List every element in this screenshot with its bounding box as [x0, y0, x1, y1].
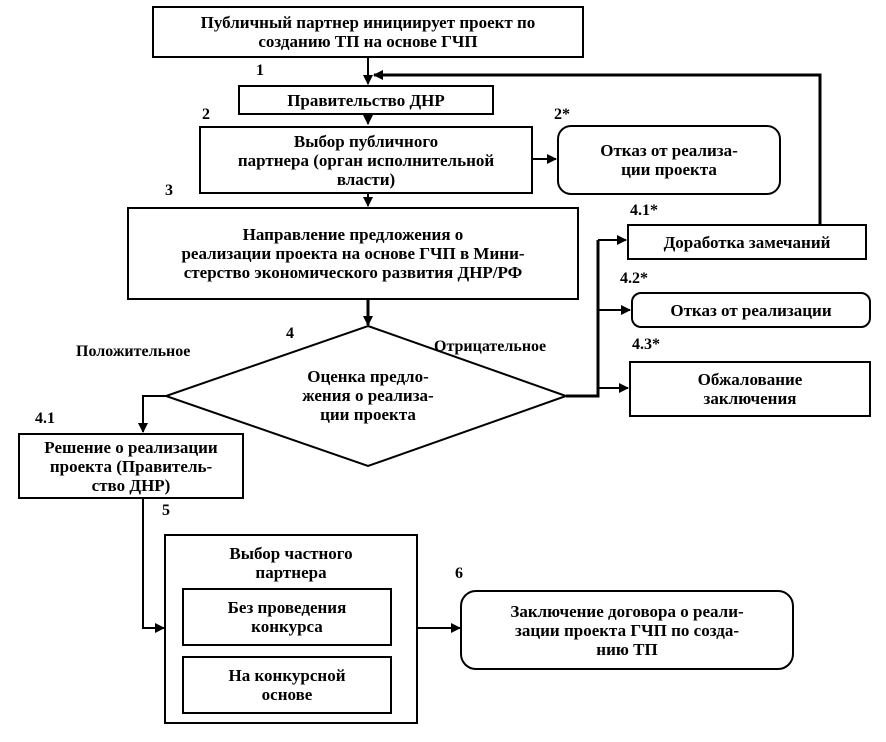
step-label-4-1: 4.1: [35, 410, 55, 427]
step-label-2star: 2*: [554, 106, 570, 123]
select-public-partner-box: Выбор публичного партнера (орган исполни…: [199, 126, 533, 194]
government-box: Правительство ДНР: [238, 85, 494, 115]
step-label-1: 1: [256, 62, 264, 79]
arrow-positive: [138, 395, 166, 433]
select-private-title: Выбор частного партнера: [229, 544, 353, 582]
step-label-4-2star: 4.2*: [620, 270, 648, 287]
decision-box: Решение о реализации проекта (Правитель-…: [18, 433, 244, 499]
appeal-box: Обжалование заключения: [629, 361, 871, 417]
contract-box: Заключение договора о реали- зации проек…: [460, 590, 794, 670]
step-label-4-3star: 4.3*: [632, 336, 660, 353]
arrow-negative-trunk: [566, 240, 600, 398]
rework-box: Доработка замечаний: [627, 224, 867, 260]
no-tender-option-box: Без проведения конкурса: [182, 588, 392, 646]
step-label-5: 5: [162, 502, 170, 519]
refuse-realization-box: Отказ от реализации: [631, 292, 871, 328]
refuse-project-box: Отказ от реализа- ции проекта: [557, 125, 781, 195]
branch-negative-label: Отрицательное: [434, 338, 547, 355]
start-box: Публичный партнер инициирует проект по с…: [152, 6, 584, 58]
decision-diamond: [162, 324, 570, 468]
branch-positive-label: Положительное: [76, 343, 191, 360]
step-label-4: 4: [286, 325, 294, 342]
step-label-6: 6: [455, 565, 463, 582]
step-label-4-1star: 4.1*: [630, 202, 658, 219]
tender-option-box: На конкурсной основе: [182, 656, 392, 714]
step-label-3: 3: [165, 182, 173, 199]
send-proposal-box: Направление предложения о реализации про…: [127, 207, 579, 300]
arrow-rework-feedback: [373, 70, 822, 226]
arrow-decision-to-private: [142, 498, 165, 633]
step-label-2: 2: [202, 106, 210, 123]
evaluate-text: Оценка предло- жения о реализа- ции прое…: [302, 367, 434, 424]
